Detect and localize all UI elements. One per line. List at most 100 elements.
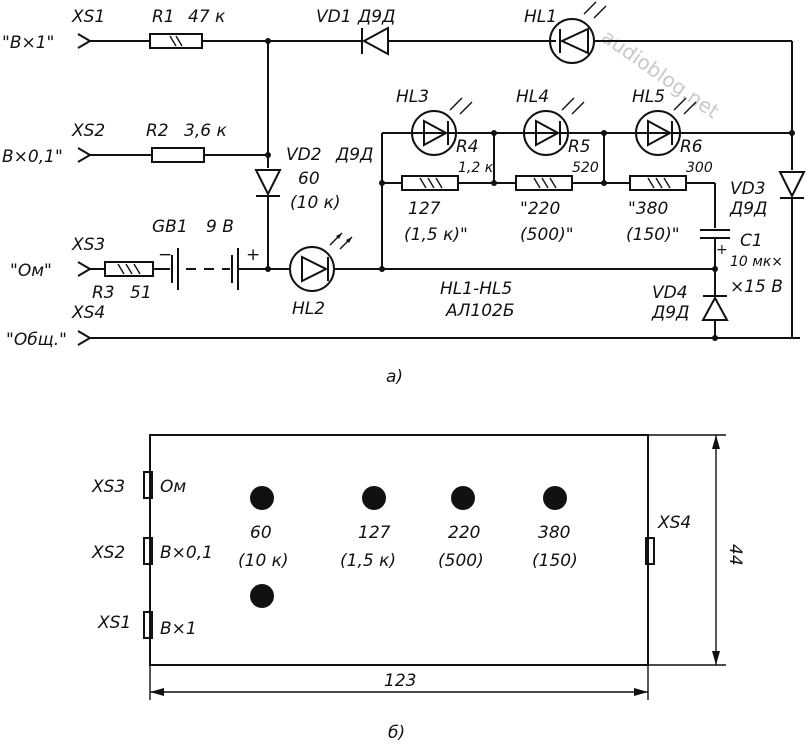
- vd3-ref: VD3: [730, 179, 766, 199]
- vd2-diode: [254, 169, 282, 269]
- indicator-2-line2: (1,5 к): [340, 551, 396, 571]
- r5-resistor: [515, 175, 573, 191]
- vd3-diode: [778, 171, 806, 338]
- hl4-led: [523, 97, 585, 156]
- svg-text:−: −: [158, 245, 172, 265]
- vd2-type: Д9Д: [335, 145, 373, 165]
- led-hole-hl3: [362, 486, 386, 510]
- r1-ref: R1: [152, 7, 175, 27]
- panel-xs3-label: Ом: [160, 477, 186, 497]
- led-hole-hl2: [250, 486, 274, 510]
- c1-value2: ×15 В: [730, 277, 783, 297]
- r4-ref: R4: [456, 137, 479, 157]
- xs1-ref: XS1: [71, 7, 105, 27]
- indicator-3-line1: 220: [448, 523, 480, 543]
- r2-resistor: [151, 147, 205, 163]
- xs4-arrow: [77, 330, 800, 346]
- indicator-2-line1: 127: [358, 523, 391, 543]
- led-hole-hl4: [451, 486, 475, 510]
- xs3-label: "Ом": [10, 261, 52, 281]
- indicator-1-line2: (10 к): [238, 551, 289, 571]
- hl4-ref: HL4: [516, 87, 549, 107]
- panel-xs4-ref: XS4: [657, 513, 691, 533]
- schematic-a: − +: [2, 1, 806, 387]
- vd1-diode: [361, 26, 550, 56]
- xs3-arrow: [77, 261, 105, 277]
- r2-ref: R2: [146, 121, 169, 141]
- width-dimension: 123: [149, 665, 649, 700]
- r5-note-2: (500)": [520, 225, 574, 245]
- r6-value: 300: [686, 160, 713, 176]
- r5-value: 520: [572, 160, 599, 176]
- svg-text:+: +: [246, 245, 260, 265]
- hl2-ref: HL2: [292, 299, 325, 319]
- vd4-ref: VD4: [652, 283, 688, 303]
- panel-xs3-ref: XS3: [91, 477, 125, 497]
- vd4-diode: [701, 295, 729, 338]
- height-dimension: 44: [648, 434, 745, 666]
- r4-note-1: 127: [408, 199, 441, 219]
- led-hole-hl1: [250, 584, 274, 608]
- indicator-1-line1: 60: [250, 523, 272, 543]
- vd1-ref: VD1: [316, 7, 352, 27]
- vd2-ref: VD2: [286, 145, 322, 165]
- led-hole-hl5: [543, 486, 567, 510]
- panel-xs2-ref: XS2: [91, 543, 125, 563]
- hl3-ref: HL3: [396, 87, 429, 107]
- r6-note-2: (150)": [626, 225, 680, 245]
- hl5-ref: HL5: [632, 87, 665, 107]
- hl2-note-1: 60: [298, 169, 320, 189]
- xs1-label: "B×1": [2, 33, 54, 53]
- xs2-label: B×0,1": [2, 147, 63, 167]
- r1-value: 47 к: [188, 7, 226, 27]
- r3-ref: R3: [92, 283, 115, 303]
- vd1-type: Д9Д: [357, 7, 395, 27]
- r4-resistor: [401, 175, 459, 191]
- width-value: 123: [384, 671, 416, 691]
- r4-note-2: (1,5 к)": [404, 225, 468, 245]
- panel-xs1-ref: XS1: [97, 613, 131, 633]
- c1-ref: C1: [740, 231, 763, 251]
- xs4-ref: XS4: [71, 303, 105, 323]
- gb1-value: 9 В: [206, 217, 234, 237]
- indicator-4-line2: (150): [532, 551, 578, 571]
- panel-b: XS3 Ом XS2 В×0,1 XS1 В×1 XS4 60 (10 к) 1…: [91, 434, 745, 743]
- r4-value: 1,2 к: [458, 160, 494, 176]
- hl2-note-2: (10 к): [290, 193, 341, 213]
- xs1-socket: [143, 611, 153, 639]
- r3-value: 51: [130, 283, 152, 303]
- caption-a: а): [386, 367, 403, 387]
- indicator-4-line1: 380: [538, 523, 570, 543]
- r6-note-1: "380: [628, 199, 668, 219]
- vd4-type: Д9Д: [651, 303, 689, 323]
- indicator-3-line2: (500): [438, 551, 484, 571]
- hl3-led: [411, 97, 473, 156]
- gb1-ref: GB1: [152, 217, 188, 237]
- led-type: АЛ102Б: [445, 301, 515, 321]
- xs2-arrow: [77, 147, 150, 163]
- panel-xs1-label: В×1: [160, 619, 197, 639]
- led-group-ref: HL1-HL5: [440, 279, 512, 299]
- r5-note-1: "220: [520, 199, 560, 219]
- xs4-socket: [645, 537, 655, 565]
- hl1-led: [549, 1, 792, 64]
- xs3-ref: XS3: [71, 235, 105, 255]
- xs4-label: "Общ.": [6, 330, 67, 350]
- height-value: 44: [725, 544, 745, 566]
- gb1-battery: − +: [158, 245, 260, 290]
- panel-xs2-label: В×0,1: [160, 543, 213, 563]
- watermark: audioblog.net: [597, 24, 724, 123]
- svg-text:+: +: [716, 242, 728, 258]
- xs2-socket: [143, 537, 153, 565]
- xs2-ref: XS2: [71, 121, 105, 141]
- caption-b: б): [388, 723, 405, 743]
- hl1-ref: HL1: [524, 7, 557, 27]
- r6-ref: R6: [680, 137, 703, 157]
- xs1-arrow: [77, 33, 150, 49]
- hl5-led: [635, 97, 697, 156]
- panel-outline: [149, 434, 649, 666]
- c1-value1: 10 мк×: [730, 254, 783, 270]
- xs3-socket: [143, 471, 153, 499]
- r5-ref: R5: [568, 137, 591, 157]
